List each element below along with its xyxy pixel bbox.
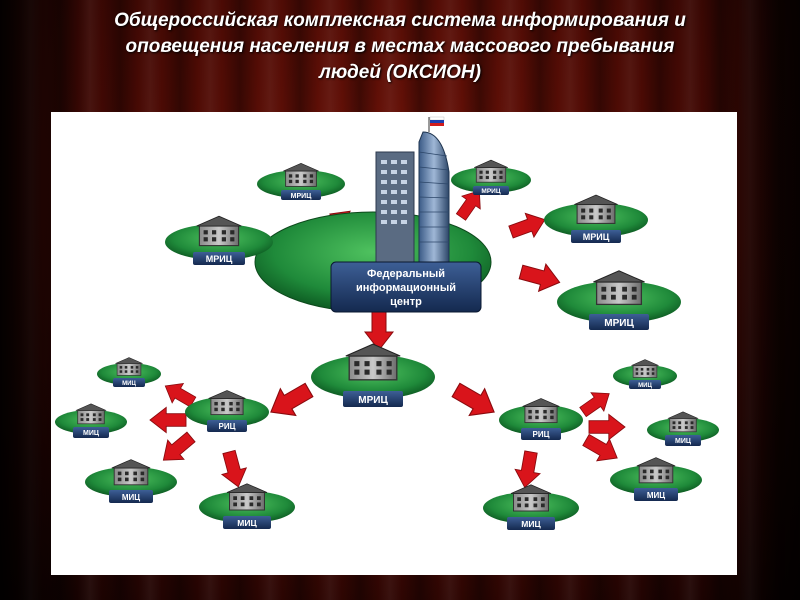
arrow-mric-to-ric-left [262,376,318,426]
arrow-ric-left-to-mic-2 [149,406,187,434]
node-ric-right: РИЦ [499,397,583,440]
label-mic: МИЦ [647,491,665,500]
arrow-ric-left-to-mic-3 [154,426,200,471]
label-ric: РИЦ [533,430,550,439]
label-mric: МРИЦ [604,318,634,329]
label-mic: МИЦ [122,493,140,502]
label-mric: МРИЦ [583,232,610,242]
arrow-center-to-mric-farright [516,257,564,297]
federal-tower-main [375,151,415,263]
node-mic-left-1: МИЦ [97,357,161,387]
node-mric-right: МРИЦ [544,194,648,243]
label-mic: МИЦ [675,438,692,445]
node-mic-right-2: МИЦ [647,411,719,446]
label-mric: МРИЦ [358,395,388,406]
diagram-panel: Федеральный информационный центр МРИЦ МР… [51,112,737,575]
arrow-center-down [364,309,394,351]
arrow-ric-right-to-mic-4 [579,428,624,470]
label-mic: МИЦ [638,383,652,389]
label-mic: МИЦ [83,430,100,437]
node-mic-right-1: МИЦ [613,359,677,389]
center-label-line-1: Федеральный [367,268,445,280]
title-line-1: Общероссийская комплексная система инфор… [114,10,686,31]
node-mric-top-right: МРИЦ [451,159,531,195]
node-mic-left-3: МИЦ [85,459,177,503]
title-line-2: оповещения населения в местах массового … [125,36,675,57]
node-mric-left: МРИЦ [165,215,273,265]
node-mric-far-right: МРИЦ [557,269,681,330]
arrow-ric-right-to-mic-1 [511,449,544,491]
node-mric-middle: МРИЦ [311,343,435,407]
federal-center-node: Федеральный информационный центр [254,116,492,313]
slide-title: Общероссийская комплексная система инфор… [60,8,740,86]
center-label-line-2: информационный [356,282,456,294]
federal-center-label-box [330,261,482,313]
oksion-diagram: Федеральный информационный центр МРИЦ МР… [55,116,719,530]
node-mric-top-left: МРИЦ [257,162,345,200]
node-mic-right-4: МИЦ [483,484,579,530]
node-mic-right-3: МИЦ [610,457,702,501]
center-label-line-3: центр [390,296,422,308]
arrow-ric-right-to-mic-3 [588,413,626,441]
label-mric: МРИЦ [481,188,500,195]
arrow-ric-left-to-mic-4 [216,448,251,491]
arrow-mric-to-ric-right [447,376,503,426]
node-ric-left: РИЦ [185,389,269,432]
arrow-center-to-mric-right [506,207,550,245]
russian-flag-icon [428,116,445,132]
node-mic-left-4: МИЦ [199,483,295,529]
title-line-3: людей (ОКСИОН) [319,62,481,83]
label-ric: РИЦ [219,422,236,431]
label-mic: МИЦ [122,381,136,387]
label-mic: МИЦ [237,518,257,528]
label-mric: МРИЦ [206,254,233,264]
label-mric: МРИЦ [291,193,313,200]
label-mic: МИЦ [521,519,541,529]
node-mic-left-2: МИЦ [55,403,127,438]
